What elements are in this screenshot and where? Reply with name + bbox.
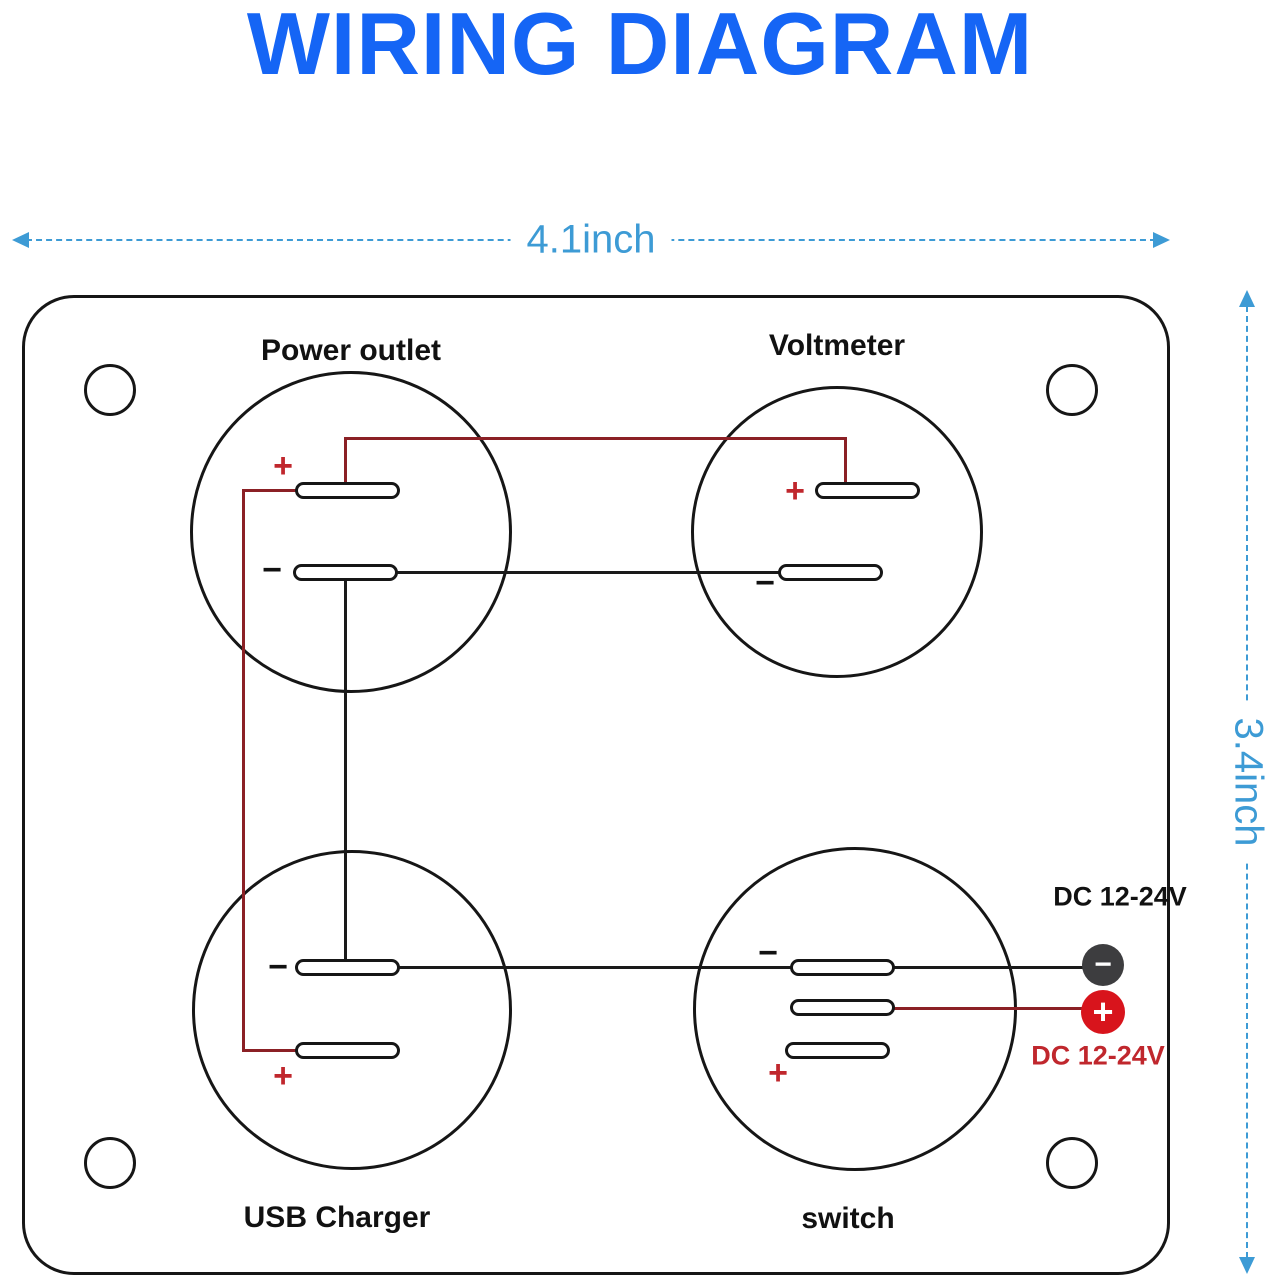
usb-charger-plus-sign: +: [273, 1057, 293, 1095]
wire-positive-top-run: [344, 437, 847, 440]
wire-positive-voltmeter-drop: [844, 437, 847, 489]
arrow-up-icon: [1239, 290, 1255, 307]
switch-positive-terminal: [785, 1042, 890, 1059]
wire-negative-outlet-to-usb: [344, 571, 347, 969]
height-dimension-label: 3.4inch: [1225, 701, 1271, 863]
voltmeter-circle: [691, 386, 983, 678]
wire-positive-outlet-stub: [242, 489, 302, 492]
usb-charger-negative-terminal: [295, 959, 400, 976]
power-outlet-negative-terminal: [293, 564, 398, 581]
voltmeter-positive-terminal: [815, 482, 920, 499]
voltmeter-plus-sign: +: [785, 472, 805, 510]
voltmeter-label: Voltmeter: [768, 329, 906, 362]
wire-negative-usb-to-switch-to-dc: [347, 966, 1085, 969]
height-dimension: 3.4inch: [1225, 290, 1271, 1274]
switch-plus-sign: +: [768, 1054, 788, 1092]
usb-charger-minus-sign: −: [268, 948, 288, 986]
width-dimension: 4.1inch: [12, 217, 1170, 263]
mounting-hole-top-left: [84, 364, 136, 416]
dc-positive-terminal-icon: +: [1081, 990, 1125, 1034]
dc-plus-symbol: +: [1092, 991, 1114, 1032]
arrow-down-icon: [1239, 1257, 1255, 1274]
power-outlet-plus-sign: +: [273, 447, 293, 485]
power-outlet-circle: [190, 371, 512, 693]
arrow-left-icon: [12, 232, 29, 248]
usb-charger-circle: [192, 850, 512, 1170]
arrow-right-icon: [1153, 232, 1170, 248]
usb-charger-label: USB Charger: [243, 1201, 431, 1234]
page-title: WIRING DIAGRAM: [246, 0, 1034, 93]
mounting-panel-outline: [22, 295, 1170, 1275]
dc-negative-terminal-icon: −: [1082, 944, 1124, 986]
mounting-hole-bottom-left: [84, 1137, 136, 1189]
voltmeter-minus-sign: −: [755, 564, 775, 602]
dc-minus-symbol: −: [1094, 948, 1112, 981]
voltmeter-negative-terminal: [778, 564, 883, 581]
switch-label: switch: [801, 1202, 895, 1235]
wire-positive-switch-to-dc: [845, 1007, 1085, 1010]
dc-negative-label: DC 12-24V: [1053, 881, 1187, 912]
switch-negative-terminal: [790, 959, 895, 976]
dc-positive-label: DC 12-24V: [1031, 1040, 1165, 1071]
mounting-hole-top-right: [1046, 364, 1098, 416]
power-outlet-minus-sign: −: [262, 551, 282, 589]
power-outlet-label: Power outlet: [260, 334, 442, 367]
wire-positive-left-riser: [242, 489, 245, 1052]
mounting-hole-bottom-right: [1046, 1137, 1098, 1189]
wire-negative-outlet-to-voltmeter: [346, 571, 831, 574]
wire-positive-power-outlet-riser: [344, 437, 347, 489]
switch-middle-terminal: [790, 999, 895, 1016]
switch-minus-sign: −: [758, 934, 778, 972]
power-outlet-positive-terminal: [295, 482, 400, 499]
usb-charger-positive-terminal: [295, 1042, 400, 1059]
width-dimension-label: 4.1inch: [510, 217, 672, 263]
